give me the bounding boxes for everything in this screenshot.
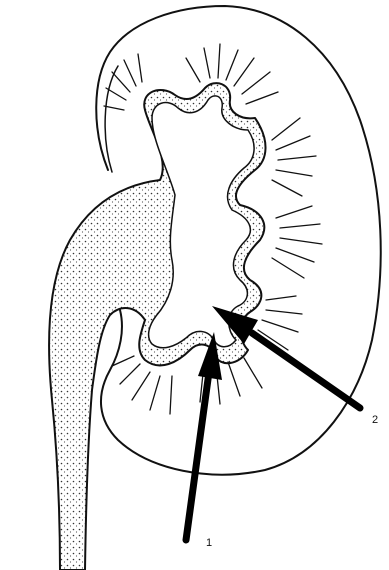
arrow-2-label: 2 — [372, 414, 378, 426]
kidney-inner-capsule-top — [105, 66, 118, 172]
arrow-1 — [186, 332, 222, 540]
arrow-1-label: 1 — [206, 537, 212, 549]
